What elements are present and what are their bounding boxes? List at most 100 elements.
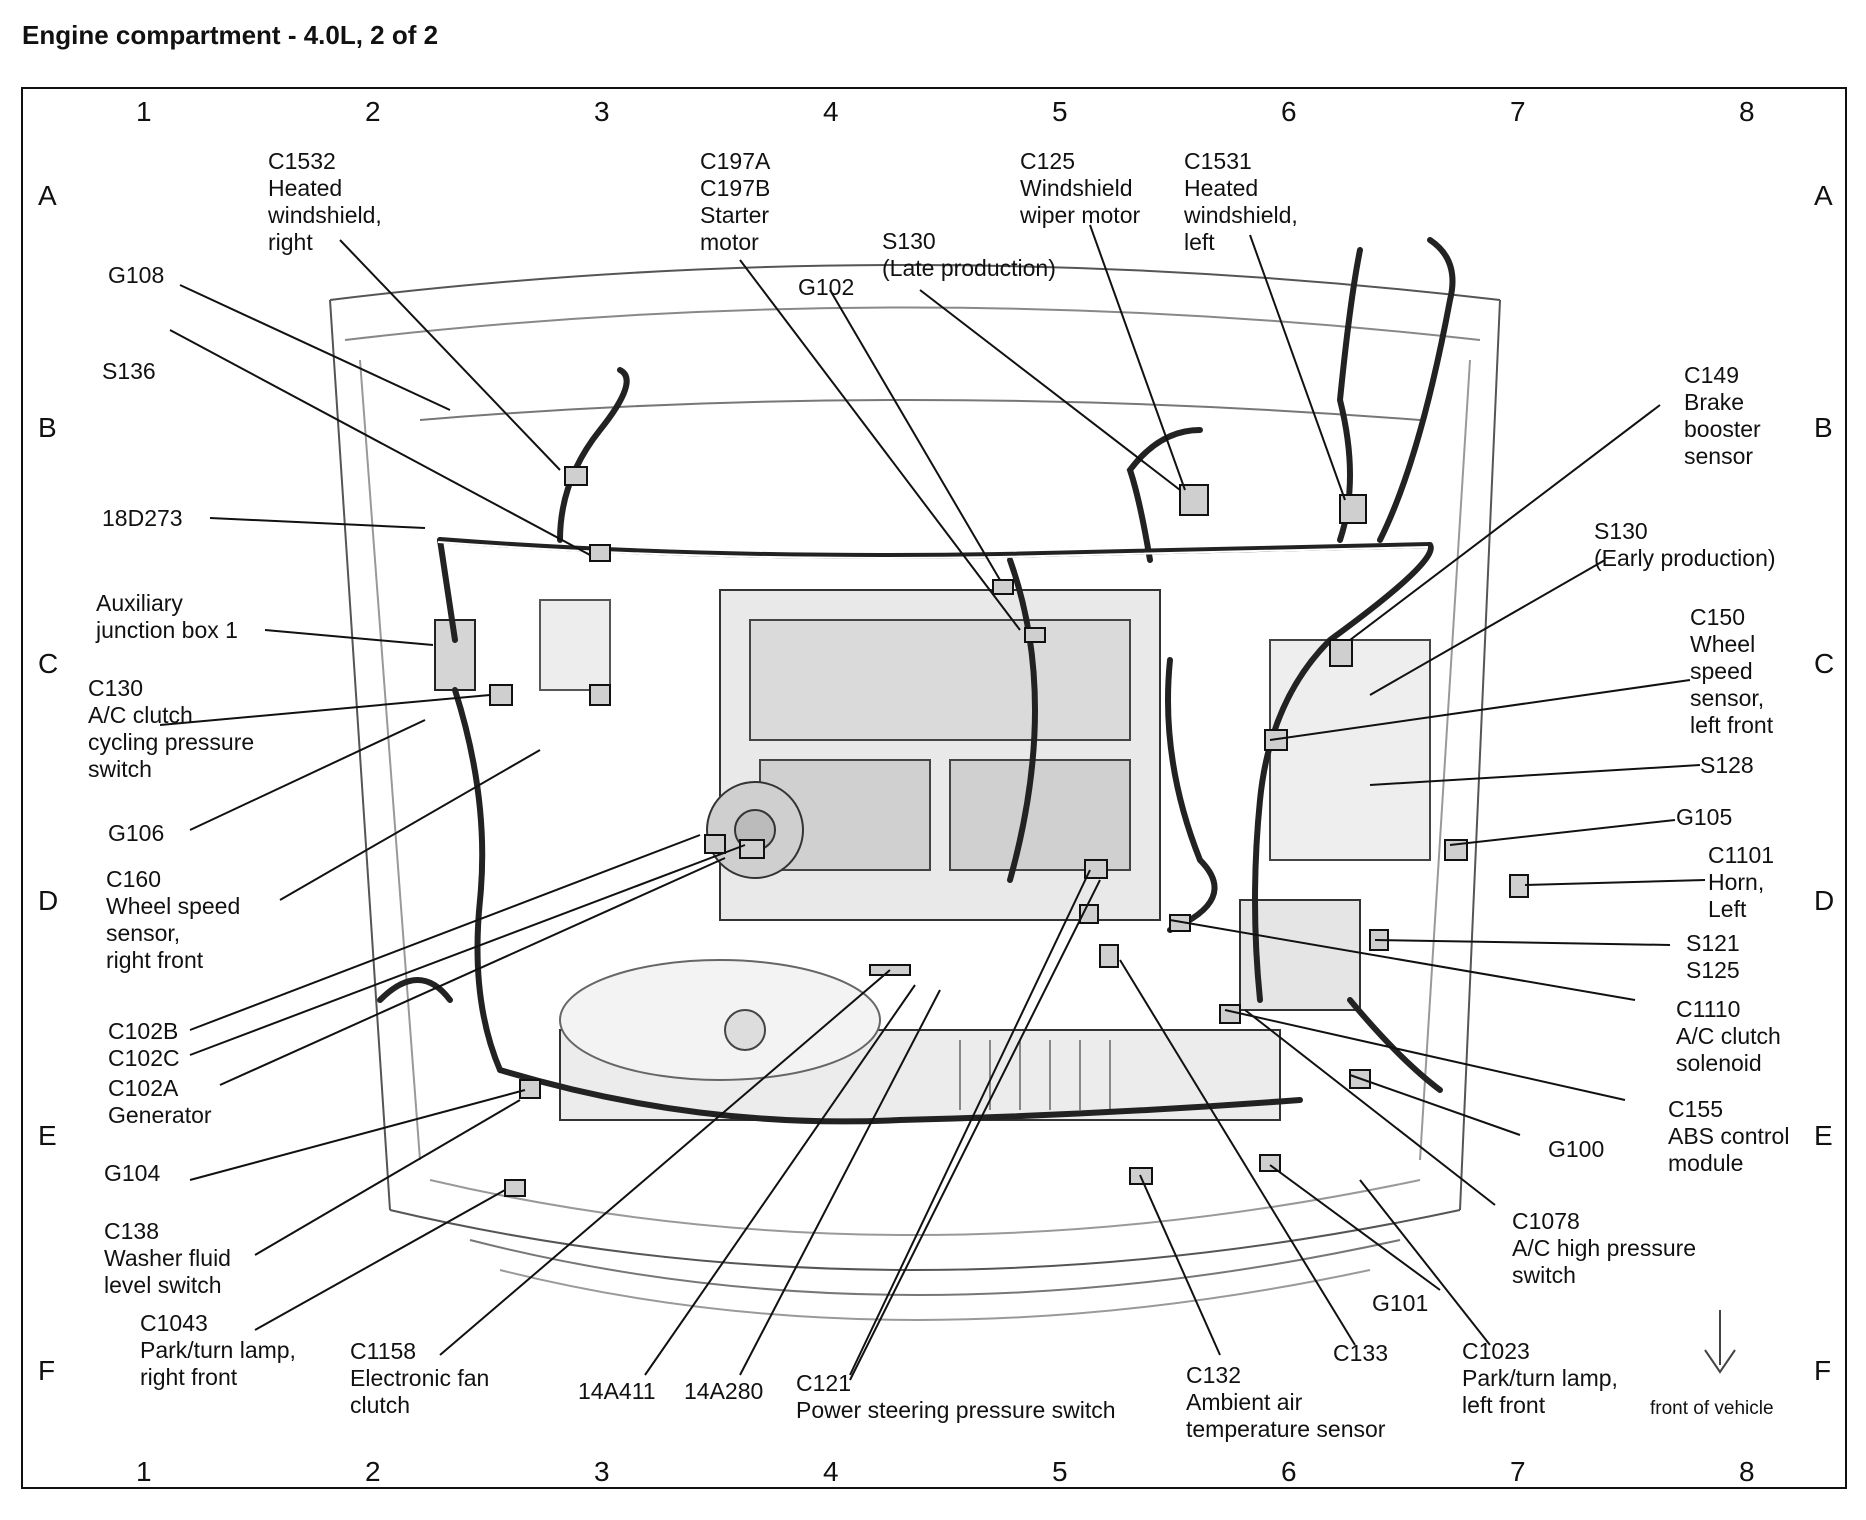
label-c197-line: motor bbox=[700, 229, 759, 255]
label-c133-line: C133 bbox=[1333, 1340, 1388, 1366]
label-c102a-line: C102A bbox=[108, 1075, 179, 1101]
label-s130-late: S130 (Late production) bbox=[882, 228, 1056, 282]
label-g101-line: G101 bbox=[1372, 1290, 1429, 1316]
label-c102a-line: Generator bbox=[108, 1102, 212, 1128]
label-14a411-line: 14A411 bbox=[578, 1378, 656, 1404]
label-c1043-line: right front bbox=[140, 1364, 238, 1390]
grid-col-5-bottom: 5 bbox=[1052, 1456, 1068, 1487]
grid-col-6-bottom: 6 bbox=[1281, 1456, 1297, 1487]
label-aux-junction-box: Auxiliary junction box 1 bbox=[96, 590, 238, 644]
label-c150-line: left front bbox=[1690, 712, 1774, 738]
grid-row-e-left: E bbox=[38, 1120, 57, 1151]
grid-row-a-right: A bbox=[1814, 180, 1833, 211]
grid-row-f-left: F bbox=[38, 1355, 56, 1386]
label-c121: C121 Power steering pressure switch bbox=[796, 1370, 1116, 1424]
label-c133: C133 bbox=[1333, 1340, 1388, 1367]
label-c1110-line: C1110 bbox=[1676, 996, 1741, 1022]
grid-row-b-left: B bbox=[38, 412, 57, 443]
engine-bay-illustration bbox=[329, 264, 1501, 1321]
label-c1023: C1023 Park/turn lamp, left front bbox=[1462, 1338, 1618, 1419]
grid-row-c-right: C bbox=[1814, 648, 1835, 679]
page-title: Engine compartment - 4.0L, 2 of 2 bbox=[22, 20, 439, 50]
label-g104: G104 bbox=[104, 1160, 160, 1187]
label-c197-line: Starter bbox=[700, 202, 770, 228]
label-c149-line: Brake bbox=[1684, 389, 1745, 415]
label-c102c: C102C bbox=[108, 1045, 180, 1072]
label-c102a: C102A Generator bbox=[108, 1075, 212, 1129]
grid-row-e-right: E bbox=[1814, 1120, 1833, 1151]
grid-row-a-left: A bbox=[38, 180, 57, 211]
label-front-line: front of vehicle bbox=[1650, 1398, 1774, 1419]
label-c125-line: wiper motor bbox=[1020, 202, 1141, 228]
label-c138-line: Washer fluid bbox=[104, 1245, 231, 1271]
label-c132-line: temperature sensor bbox=[1186, 1416, 1386, 1442]
label-s136: S136 bbox=[102, 358, 156, 385]
grid-col-1-bottom: 1 bbox=[136, 1456, 152, 1487]
label-c197-line: C197A bbox=[700, 148, 771, 174]
label-s130early-line: S130 bbox=[1594, 518, 1648, 544]
label-c150-line: speed bbox=[1690, 658, 1753, 684]
label-c102c-line: C102C bbox=[108, 1045, 180, 1071]
label-c1078-line: C1078 bbox=[1512, 1208, 1580, 1234]
grid-col-6-top: 6 bbox=[1281, 96, 1297, 127]
label-c130-line: C130 bbox=[88, 675, 143, 701]
label-c132-line: Ambient air bbox=[1186, 1389, 1303, 1415]
label-c125-line: Windshield bbox=[1020, 175, 1133, 201]
grid-col-3-bottom: 3 bbox=[594, 1456, 610, 1487]
label-s130-early: S130 (Early production) bbox=[1594, 518, 1776, 572]
label-s136-line: S136 bbox=[102, 358, 156, 384]
label-c1043: C1043 Park/turn lamp, right front bbox=[140, 1310, 296, 1391]
label-c150-line: Wheel bbox=[1690, 631, 1756, 657]
label-s130late-line: S130 bbox=[882, 228, 936, 254]
grid-col-5-top: 5 bbox=[1052, 96, 1068, 127]
label-c1531-line: left bbox=[1184, 229, 1215, 255]
label-c1101-line: Horn, bbox=[1708, 869, 1765, 895]
label-g101: G101 bbox=[1372, 1290, 1428, 1317]
label-c102b: C102B bbox=[108, 1018, 178, 1045]
label-c1532-line: windshield, bbox=[268, 202, 382, 228]
label-c155-line: C155 bbox=[1668, 1096, 1723, 1122]
label-c132: C132 Ambient air temperature sensor bbox=[1186, 1362, 1385, 1443]
grid-col-2-bottom: 2 bbox=[365, 1456, 381, 1487]
label-c1158-line: Electronic fan bbox=[350, 1365, 490, 1391]
grid-row-c-left: C bbox=[38, 648, 59, 679]
label-c1158-line: C1158 bbox=[350, 1338, 417, 1364]
label-14a280: 14A280 bbox=[684, 1378, 763, 1405]
grid-col-8-bottom: 8 bbox=[1739, 1456, 1755, 1487]
label-c1531-line: C1531 bbox=[1184, 148, 1252, 174]
grid-col-4-bottom: 4 bbox=[823, 1456, 839, 1487]
label-c130-line: cycling pressure bbox=[88, 729, 255, 755]
label-c197-line: C197B bbox=[700, 175, 771, 201]
label-c121-line: C121 bbox=[796, 1370, 851, 1396]
label-g108-line: G108 bbox=[108, 262, 165, 288]
front-arrow bbox=[1704, 1310, 1736, 1374]
label-c138-line: C138 bbox=[104, 1218, 159, 1244]
label-c138-line: level switch bbox=[104, 1272, 222, 1298]
grid-row-d-left: D bbox=[38, 885, 59, 916]
label-c125-line: C125 bbox=[1020, 148, 1075, 174]
label-c132-line: C132 bbox=[1186, 1362, 1241, 1388]
diagram-frame bbox=[21, 87, 1847, 1489]
label-14a280-line: 14A280 bbox=[684, 1378, 764, 1404]
label-c1023-line: Park/turn lamp, bbox=[1462, 1365, 1618, 1391]
label-c149-line: sensor bbox=[1684, 443, 1754, 469]
label-s121-s125: S121 S125 bbox=[1686, 930, 1740, 984]
label-c1078: C1078 A/C high pressure switch bbox=[1512, 1208, 1696, 1289]
label-c1531-line: Heated bbox=[1184, 175, 1259, 201]
label-s121-line: S125 bbox=[1686, 957, 1740, 983]
grid-col-7-top: 7 bbox=[1510, 96, 1526, 127]
label-c160-line: Wheel speed bbox=[106, 893, 241, 919]
label-c160-line: right front bbox=[106, 947, 204, 973]
connectors bbox=[489, 466, 1529, 1197]
label-g102: G102 bbox=[798, 274, 854, 301]
label-c1078-line: A/C high pressure bbox=[1512, 1235, 1697, 1261]
grid-col-2-top: 2 bbox=[365, 96, 381, 127]
label-c149-line: C149 bbox=[1684, 362, 1739, 388]
label-front-of-vehicle: front of vehicle bbox=[1650, 1395, 1774, 1422]
label-c121-line: Power steering pressure switch bbox=[796, 1397, 1116, 1423]
label-c130-line: A/C clutch bbox=[88, 702, 193, 728]
label-c1158-line: clutch bbox=[350, 1392, 411, 1418]
grid-row-d-right: D bbox=[1814, 885, 1835, 916]
grid-col-1-top: 1 bbox=[136, 96, 152, 127]
